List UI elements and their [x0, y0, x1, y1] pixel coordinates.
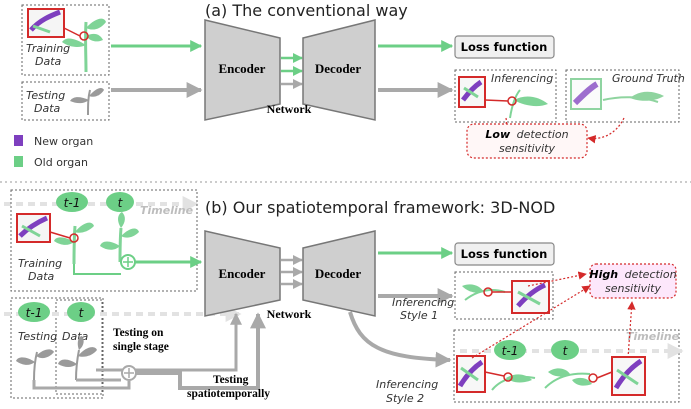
testing-plants-b — [16, 336, 97, 381]
t-pill-test — [67, 302, 95, 322]
training-label-a-1: Training — [26, 42, 70, 55]
high-sensitivity-text-1: High detection — [589, 268, 676, 281]
low-rest-2: sensitivity — [499, 142, 556, 155]
high-rest-2: sensitivity — [605, 282, 662, 295]
legend-old-organ-label: Old organ — [34, 156, 88, 169]
testing-label-a-1: Testing — [26, 89, 65, 102]
training-label-a-2: Data — [35, 55, 62, 68]
high-rest-1: detection — [625, 268, 677, 281]
decoder-label-a: Decoder — [315, 61, 361, 76]
inferencing-plant-a — [458, 76, 548, 119]
testing-spatio-label-2: spatiotemporally — [187, 388, 270, 400]
t-label-test: t — [79, 306, 85, 320]
decoder-shape-a — [302, 19, 376, 121]
low-word: Low — [485, 128, 511, 141]
high-callout-arrow-2 — [471, 285, 591, 359]
t-pill-top — [106, 192, 134, 212]
t-minus-1-pill-test — [18, 302, 50, 322]
style2-label-2: Style 2 — [386, 392, 424, 405]
testing-spatio-label-1: Testing — [213, 374, 249, 386]
decoder-shape-b — [302, 230, 376, 317]
decoder-label-b: Decoder — [315, 266, 361, 281]
low-sensitivity-box — [466, 123, 588, 159]
t-minus-1-label-top: t-1 — [64, 196, 81, 210]
network-label-a: Network — [267, 102, 312, 116]
encoder-label-b: Encoder — [219, 266, 266, 281]
training-data-box-a — [21, 4, 110, 76]
inferencing-box-a — [454, 69, 557, 123]
high-callout-arrow-1 — [527, 271, 587, 287]
ground-truth-label-a: Ground Truth — [612, 72, 685, 85]
high-word: High — [589, 268, 618, 281]
legend-old-organ-swatch — [14, 156, 23, 167]
legend-new-organ-label: New organ — [34, 135, 93, 148]
style1-label-1: Inferencing — [392, 296, 454, 309]
training-label-b-1: Training — [18, 257, 62, 270]
style2-plants — [456, 355, 646, 396]
testing-label-b: Testing — [18, 330, 57, 343]
train-merge-lines-b — [73, 261, 128, 275]
ground-truth-plant-a — [570, 78, 664, 110]
legend-new-organ-swatch — [14, 135, 23, 146]
ground-truth-box-a — [565, 69, 680, 123]
style1-plant — [462, 280, 550, 314]
panel-b-title: (b) Our spatiotemporal framework: 3D-NOD — [205, 198, 555, 217]
t-minus-1-label-bottom: t-1 — [502, 344, 519, 358]
high-sensitivity-box — [589, 263, 677, 299]
encoder-shape-a — [204, 19, 281, 121]
style2-box — [453, 329, 680, 403]
training-data-box-b — [10, 189, 198, 292]
t-minus-1-pill-bottom — [494, 340, 526, 360]
style1-label-2: Style 1 — [400, 309, 438, 322]
testing-plant-a — [70, 88, 104, 116]
testing-data-box-a — [21, 81, 110, 121]
t-label-bottom: t — [563, 344, 569, 358]
low-callout-arrow-right — [587, 117, 625, 144]
low-sensitivity-text-1: Low detection — [485, 128, 568, 141]
panel-a-title: (a) The conventional way — [205, 1, 408, 20]
testing-inner-data-box-b — [55, 299, 103, 395]
training-plants-b — [16, 212, 139, 265]
low-rest-1: detection — [517, 128, 569, 141]
network-label-b: Network — [267, 307, 312, 321]
training-label-b-2: Data — [28, 270, 55, 283]
timeline-label-top: Timeline — [140, 204, 194, 217]
loss-label-a: Loss function — [461, 40, 548, 54]
data-label-b: Data — [62, 330, 89, 343]
test-merge-lines-b — [32, 378, 131, 390]
encoder-shape-b — [204, 230, 281, 317]
loss-label-b: Loss function — [461, 247, 548, 261]
training-plant-a — [27, 8, 106, 73]
testing-single-label-1: Testing on — [113, 327, 164, 339]
style1-box — [454, 271, 554, 320]
plus-node-test-cross — [124, 368, 134, 378]
arrow-test-single-stage — [96, 312, 242, 372]
arrow-test-spatiotemporal — [136, 312, 266, 390]
t-pill-bottom — [551, 340, 579, 360]
t-label-top: t — [118, 196, 124, 210]
testing-label-a-2: Data — [34, 102, 61, 115]
plus-node-train-cross — [123, 257, 133, 267]
encoder-label-a: Encoder — [219, 61, 266, 76]
style2-label-1: Inferencing — [376, 378, 438, 391]
t-minus-1-pill-top — [56, 192, 88, 212]
testing-data-box-b — [10, 297, 104, 399]
arrow-to-style2 — [348, 311, 452, 368]
loss-box-a — [454, 35, 555, 59]
testing-single-label-2: single stage — [113, 341, 169, 353]
inferencing-label-a: Inferencing — [491, 72, 553, 85]
loss-box-b — [454, 242, 555, 266]
t-minus-1-label-test: t-1 — [26, 306, 43, 320]
timeline-label-bottom: Timeline — [626, 330, 680, 343]
high-callout-arrow-3 — [627, 301, 636, 359]
